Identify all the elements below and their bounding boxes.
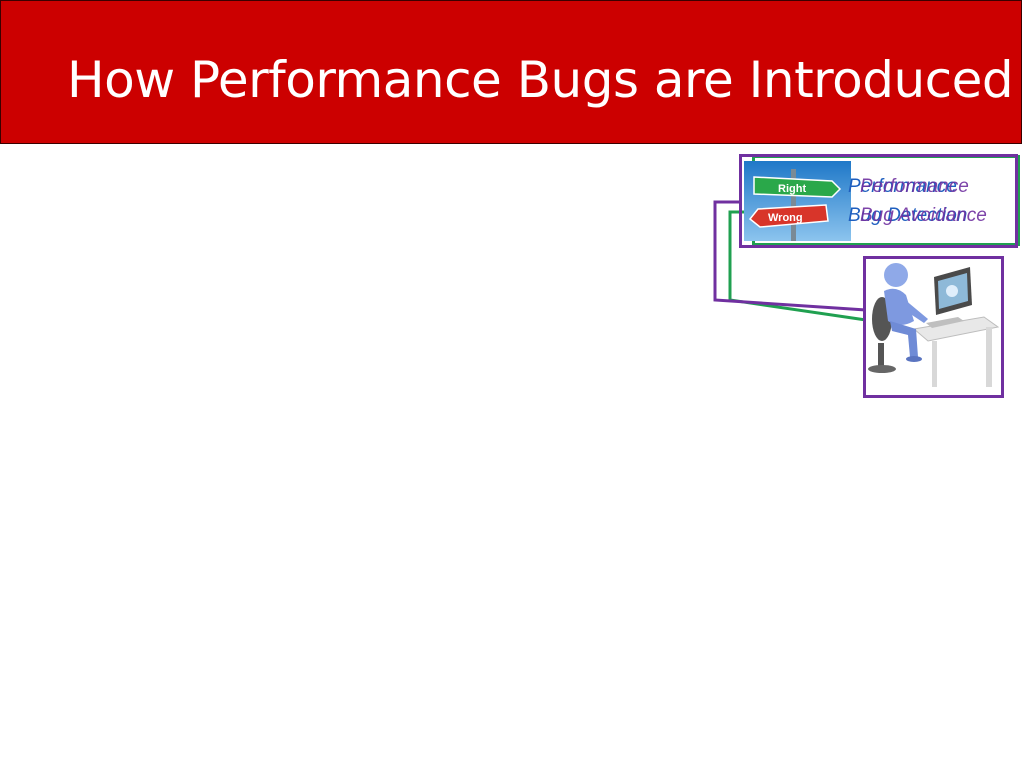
purple-connector-line bbox=[713, 200, 867, 312]
sign-wrong-text: Wrong bbox=[768, 212, 803, 224]
developer-at-computer-image bbox=[866, 259, 1001, 395]
slide-title: How Performance Bugs are Introduced bbox=[67, 51, 1014, 109]
performance-bug-avoidance-label: Performance Bug Avoidance bbox=[860, 176, 987, 226]
sign-right-text: Right bbox=[778, 183, 806, 195]
performance-bug-detection-label: Performance Bug Detection bbox=[848, 176, 968, 226]
slide-title-bar: How Performance Bugs are Introduced bbox=[0, 0, 1022, 144]
avoidance-frame bbox=[739, 154, 1018, 248]
right-wrong-sign-image: Right Wrong bbox=[744, 161, 851, 241]
